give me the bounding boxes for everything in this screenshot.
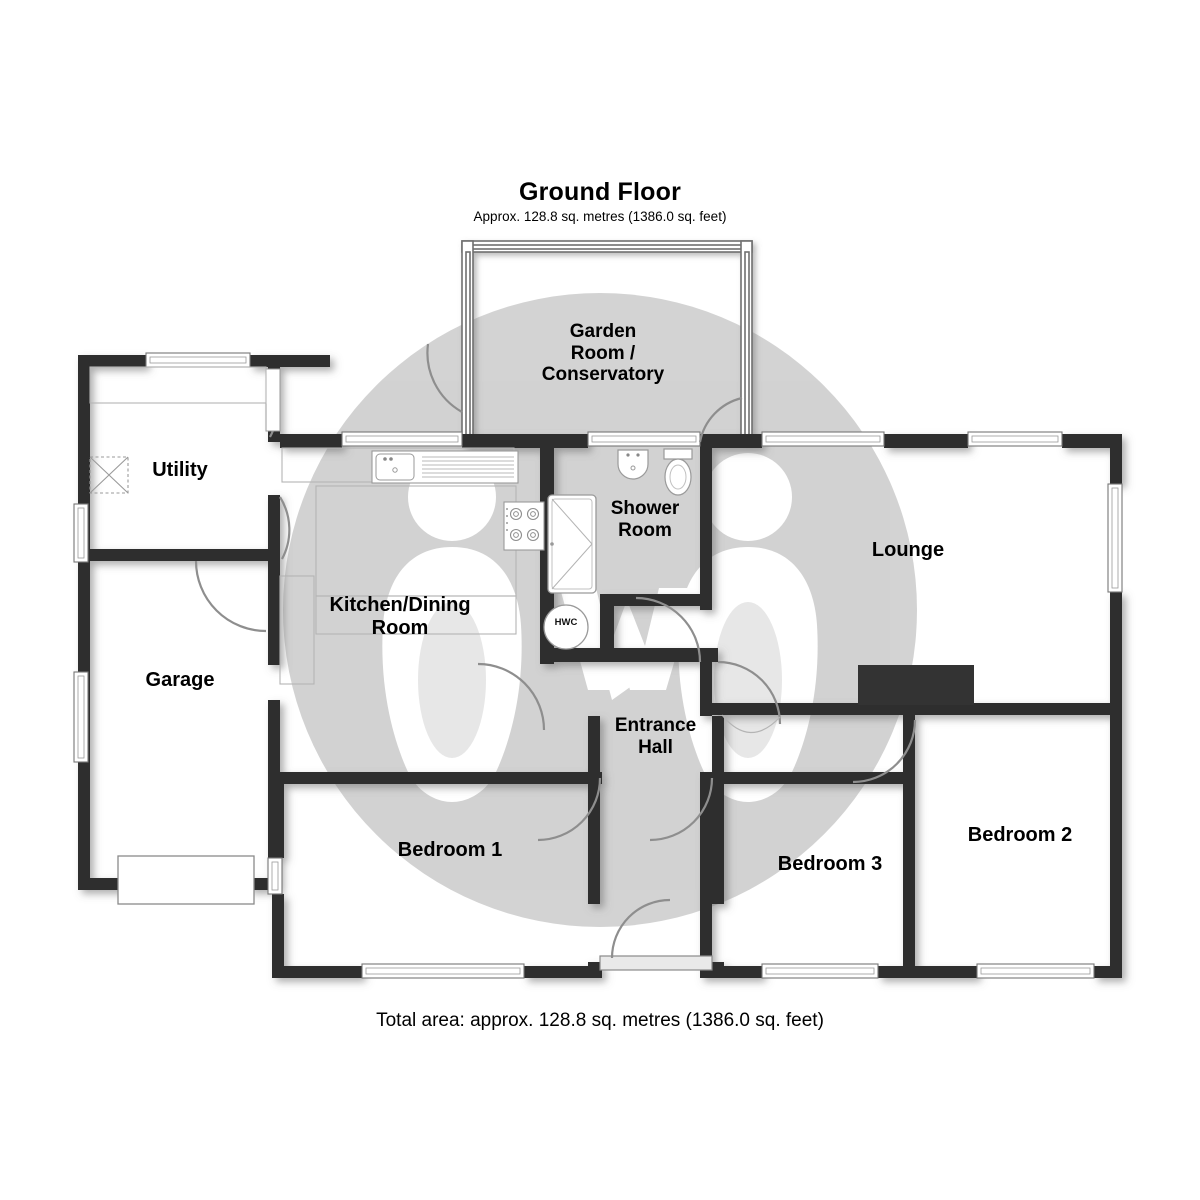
fixtures (89, 366, 974, 734)
utility-worktop (89, 366, 267, 404)
shower-tray (547, 494, 597, 594)
window-kitchen-top (341, 431, 463, 447)
window-lounge-top-right (967, 431, 1063, 447)
window-lounge-top-left (761, 431, 885, 447)
window-shower-top (587, 431, 701, 447)
window-utility-left (73, 503, 89, 563)
wash-basin (617, 449, 649, 480)
window-garage-left (73, 671, 89, 763)
toilet (663, 448, 693, 496)
page-subtitle: Approx. 128.8 sq. metres (1386.0 sq. fee… (473, 209, 727, 224)
garage-shelf (279, 575, 315, 685)
door-swings (194, 343, 917, 959)
window-bedroom1-left (267, 857, 283, 895)
page-title: Ground Floor (518, 178, 682, 206)
hot-water-cylinder (543, 604, 589, 650)
window-bedroom3-bottom (761, 963, 879, 979)
kitchen-hob (503, 501, 545, 551)
window-bedroom1-bottom (361, 963, 525, 979)
fireplace (858, 665, 974, 705)
window-lounge-right (1107, 483, 1123, 593)
window-bedroom2-bottom (976, 963, 1095, 979)
front-door-leaf (599, 955, 713, 971)
window-utility-top (145, 352, 251, 368)
garage-door (117, 855, 255, 905)
lounge-hearth (721, 714, 781, 734)
utility-hatch (89, 456, 129, 494)
total-area-caption: Total area: approx. 128.8 sq. metres (13… (376, 1010, 824, 1031)
kitchen-unit-lower (315, 595, 517, 635)
conservatory-structure (461, 240, 753, 442)
windows (73, 352, 1123, 979)
kitchen-sink (371, 450, 519, 484)
